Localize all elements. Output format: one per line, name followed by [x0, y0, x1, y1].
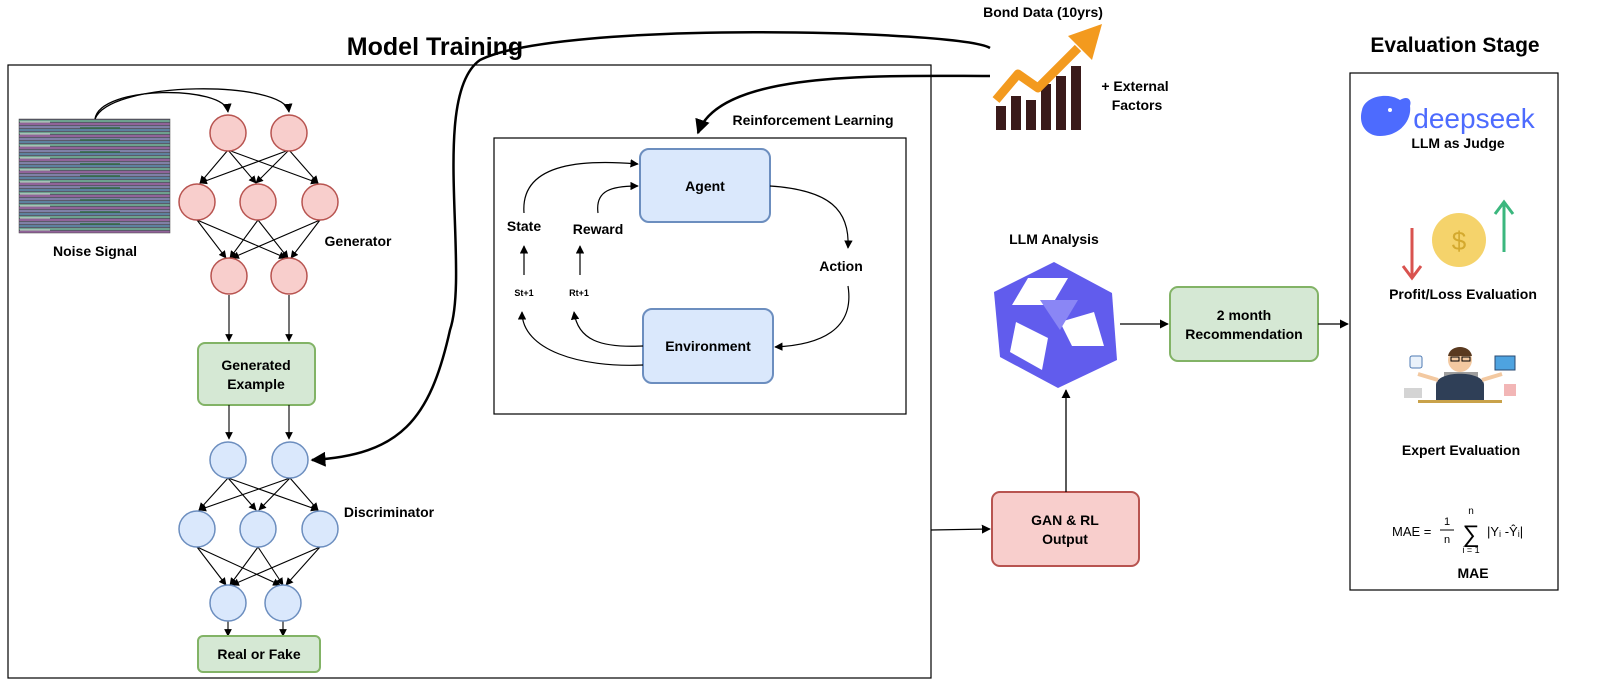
noise-signal-label: Noise Signal	[53, 243, 137, 259]
model-training-frame	[7, 64, 932, 679]
bond-to-discriminator-edge	[310, 31, 991, 467]
pipeline-edges	[930, 319, 1349, 534]
gan-rl-output-line1: GAN & RL	[1031, 512, 1099, 528]
generated-example-box	[197, 342, 316, 406]
environment-label: Environment	[665, 338, 751, 354]
gan-rl-output-box	[991, 491, 1140, 567]
llm-analysis-label: LLM Analysis	[1009, 231, 1099, 247]
discriminator-node	[239, 510, 277, 548]
bond-chart-icon	[992, 24, 1102, 130]
profit-loss-label: Profit/Loss Evaluation	[1389, 286, 1537, 302]
generator-node	[239, 183, 277, 221]
recommendation-line1: 2 month	[1217, 307, 1271, 323]
state-next-label: St+1	[514, 288, 533, 298]
generated-example-label-line1: Generated	[221, 357, 290, 373]
mae-formula-sum-top: n	[1468, 506, 1474, 517]
reward-label: Reward	[573, 221, 624, 237]
generated-example-label-line2: Example	[227, 376, 285, 392]
generator-node	[178, 183, 216, 221]
real-or-fake-label: Real or Fake	[217, 646, 300, 662]
gan-rl-output-line2: Output	[1042, 531, 1088, 547]
discriminator-node	[209, 441, 247, 479]
noise-signal-image	[18, 118, 171, 234]
generator-network	[178, 114, 339, 295]
reward-next-label: Rt+1	[569, 288, 589, 298]
llm-judge-label: LLM as Judge	[1411, 135, 1505, 151]
generator-node	[270, 257, 308, 295]
generator-node	[210, 257, 248, 295]
model-training-title: Model Training	[347, 33, 523, 61]
discriminator-label: Discriminator	[344, 504, 435, 520]
generator-label: Generator	[325, 233, 392, 249]
recommendation-line2: Recommendation	[1185, 326, 1302, 342]
mae-formula-sigma: ∑	[1462, 521, 1479, 548]
bond-to-rl-edge	[695, 74, 991, 135]
mae-formula: MAE = 1 n n ∑ i = 1 |Yᵢ -Ŷᵢ|	[1392, 506, 1523, 555]
generator-edges	[196, 149, 321, 342]
mae-formula-term: |Yᵢ -Ŷᵢ|	[1487, 524, 1523, 539]
recommendation-box	[1169, 286, 1319, 362]
mae-formula-denominator: n	[1444, 534, 1450, 546]
generator-node	[209, 114, 247, 152]
rl-frame	[493, 137, 907, 415]
discriminator-node	[178, 510, 216, 548]
mae-formula-lhs: MAE =	[1392, 524, 1431, 539]
rl-title: Reinforcement Learning	[732, 112, 893, 128]
svg-text:$: $	[1452, 226, 1467, 256]
discriminator-node	[301, 510, 339, 548]
expert-evaluation-label: Expert Evaluation	[1402, 442, 1520, 458]
bond-data-label: Bond Data (10yrs)	[983, 4, 1103, 20]
agent-box	[639, 148, 771, 223]
discriminator-node	[271, 441, 309, 479]
mae-formula-numerator: 1	[1444, 516, 1450, 528]
discriminator-network	[178, 441, 339, 622]
profit-loss-icon: $	[1401, 199, 1515, 281]
mae-formula-sum-bottom: i = 1	[1462, 545, 1479, 555]
noise-to-gen-edge-1	[94, 91, 232, 120]
agent-label: Agent	[685, 178, 725, 194]
rl-edges	[517, 159, 853, 366]
discriminator-node	[209, 584, 247, 622]
discriminator-node	[264, 584, 302, 622]
external-factors-label-line1: + External	[1101, 78, 1168, 94]
deepseek-logo-text: deepseek	[1413, 103, 1535, 134]
noise-to-gen-edge-2	[94, 88, 293, 120]
generator-node	[270, 114, 308, 152]
qwen-logo-icon	[994, 262, 1117, 388]
generator-node	[301, 183, 339, 221]
discriminator-edges	[196, 405, 321, 637]
state-label: State	[507, 218, 541, 234]
deepseek-whale-icon	[1360, 95, 1411, 136]
real-or-fake-box	[197, 635, 321, 673]
mae-label: MAE	[1457, 565, 1488, 581]
evaluation-frame	[1349, 72, 1559, 591]
evaluation-stage-title: Evaluation Stage	[1370, 34, 1539, 57]
expert-person-icon	[1404, 347, 1516, 403]
external-factors-label-line2: Factors	[1112, 97, 1163, 113]
action-label: Action	[819, 258, 863, 274]
